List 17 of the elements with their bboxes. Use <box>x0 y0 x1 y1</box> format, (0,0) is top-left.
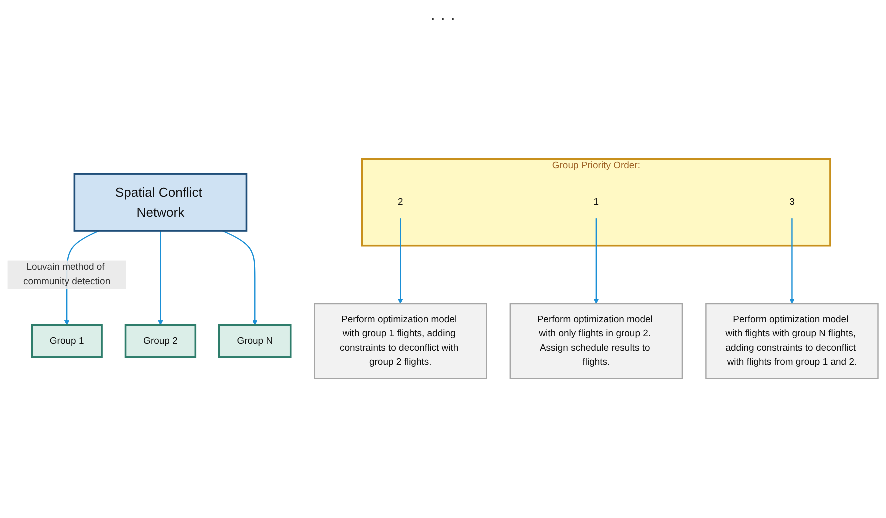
arrow <box>594 218 600 304</box>
arrow <box>790 218 795 304</box>
node-text: 2 <box>398 197 404 208</box>
edge-label: Louvain method of community detection <box>24 262 111 287</box>
node-text: 1 <box>594 197 600 208</box>
node-box: Spatial Conflict Network <box>74 173 248 232</box>
arrow <box>398 218 404 304</box>
node-box: Group 2 <box>124 324 197 358</box>
node-box: Perform optimization model with only flights in group 2. Assign schedule results to flights. <box>510 303 684 380</box>
node-box: Perform optimization model with flights with group N flights, adding constraints to deconflict with flights from group 1 and 2. <box>706 303 879 380</box>
node-box: Group N <box>218 324 292 358</box>
node-box: Group 1 <box>31 324 103 358</box>
node-text: 3 <box>790 197 795 208</box>
ellipsis-text: . . . <box>430 4 456 24</box>
node-box: Perform optimization model with group 1 flights, adding constraints to deconflict with group 2 flights. <box>314 303 488 380</box>
arrow <box>158 231 164 326</box>
arrow <box>222 230 258 326</box>
